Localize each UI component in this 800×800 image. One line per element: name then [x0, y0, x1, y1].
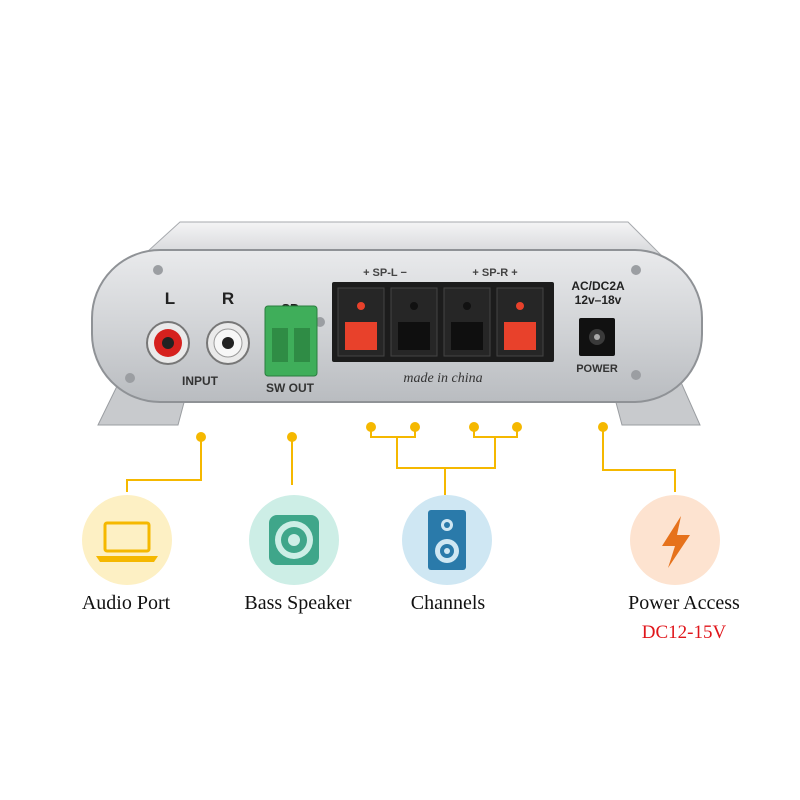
connector-lines [126, 427, 676, 495]
rca-jack-red-hole [162, 337, 174, 349]
feature-channels [402, 495, 492, 585]
terminal-screw-slot [272, 328, 288, 362]
connector-line-channels-left [370, 427, 416, 438]
screw [631, 265, 641, 275]
lightning-icon [662, 516, 690, 568]
power-spec-line1: AC/DC2A [571, 279, 625, 293]
input-label: INPUT [182, 374, 219, 388]
terminal-screw-slot [294, 328, 310, 362]
feature-label-bass-speaker: Bass Speaker [244, 592, 352, 614]
sw-out-label: SW OUT [266, 381, 315, 395]
feature-bass-speaker [249, 495, 339, 585]
screw [125, 373, 135, 383]
power-spec-line2: 12v–18v [575, 293, 622, 307]
jack-right-label: R [222, 289, 234, 308]
made-in-label: made in china [403, 371, 482, 386]
speaker-terminal-3[interactable] [443, 287, 491, 357]
speaker-box-icon [428, 510, 466, 570]
speaker-terminal-4[interactable] [496, 287, 544, 357]
feature-sublabel-power-spec: DC12-15V [641, 622, 727, 643]
feature-label-channels: Channels [410, 592, 486, 614]
jack-left-label: L [165, 289, 175, 308]
laptop-icon [96, 521, 158, 562]
connector-line-channels-right [473, 427, 518, 438]
rca-jack-white-hole [222, 337, 234, 349]
speaker-terminal-2[interactable] [390, 287, 438, 357]
connector-line-power [602, 427, 676, 492]
feature-audio-port [82, 495, 172, 585]
power-label: POWER [576, 363, 618, 375]
connector-line-audio [126, 437, 202, 492]
screw [153, 265, 163, 275]
power-jack-pin [594, 334, 600, 340]
speaker-terminal-1[interactable] [337, 287, 385, 357]
feature-label-audio-port: Audio Port [81, 592, 171, 614]
amplifier-device: L R INPUT SP SW OUT + SP-L − + SP-R + [91, 221, 703, 426]
speaker-cone-icon [269, 515, 319, 565]
spk-right-label: + SP-R + [472, 267, 517, 279]
spk-left-label: + SP-L − [363, 267, 407, 279]
screw [631, 370, 641, 380]
connector-line-channels-merge [396, 437, 496, 469]
connector-dots [196, 422, 608, 442]
feature-label-power-access: Power Access [628, 592, 740, 614]
feature-power-access [630, 495, 720, 585]
